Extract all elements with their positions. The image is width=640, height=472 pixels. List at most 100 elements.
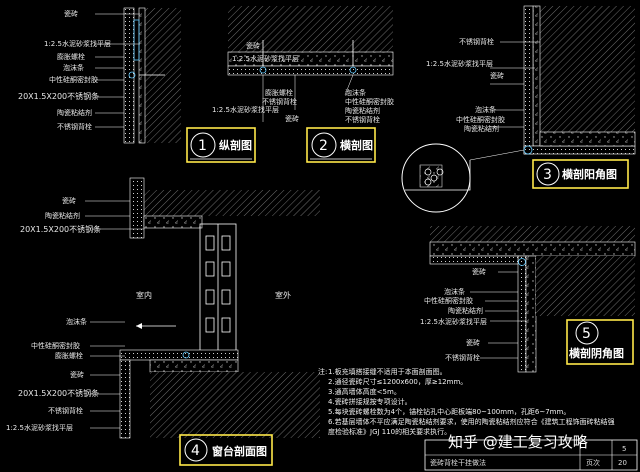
fig1-steel-strip	[133, 19, 140, 61]
title-block-sheet: 5	[622, 445, 626, 453]
fig1-label-0: 瓷砖	[64, 9, 78, 18]
fig3-mortar-h	[539, 131, 636, 147]
fig5-label-0: 瓷砖	[472, 267, 486, 276]
notes-line-3: 4.瓷砖拼接规按专项设计。	[328, 397, 412, 406]
fig3-title: 横剖阳角图	[562, 167, 617, 181]
fig2-title: 横剖图	[340, 138, 373, 152]
notes-line-6: 度检验标准》JGJ 110的相关要求执行。	[328, 427, 451, 436]
fig4-mortar-upper	[143, 215, 203, 229]
fig1-title-box	[186, 127, 256, 163]
fig4-tile-lower	[119, 359, 131, 439]
fig5-label-2: 中性硅酮密封胶	[424, 296, 473, 305]
fig3-tile-h	[523, 145, 636, 155]
fig2-bottom-label-1: 中性硅酮密封胶	[345, 97, 394, 106]
notes-line-4: 5.每块瓷砖螺栓数为4个，锚栓钻孔中心距板端80~100mm，孔距6~7mm。	[328, 407, 570, 416]
fig4-sill-tile	[119, 349, 239, 361]
fig2-top-label-0: 瓷砖	[246, 41, 260, 50]
fig3-title-box	[532, 159, 629, 189]
fig4-bottom-label-1: 中性硅酮密封胶	[31, 341, 80, 350]
fig1-label-4: 中性硅酮密封胶	[49, 75, 98, 84]
fig4-top-label-1: 陶瓷粘结剂	[45, 211, 80, 220]
fig2-bottom-label-4: 1:2.5水泥砂浆找平层	[212, 105, 279, 114]
fig4-top-label-0: 瓷砖	[62, 196, 76, 205]
fig2-bottom-label-3: 不锈钢背栓	[345, 115, 380, 124]
fig2-bottom-label-0: 泡沫条	[345, 88, 366, 97]
fig5-internal-corner: 瓷砖 泡沫条 中性硅酮密封胶 陶瓷粘结剂 1:2.5水泥砂浆找平层 瓷砖 不锈钢…	[420, 226, 636, 373]
fig1-number-circle	[190, 132, 216, 158]
title-block: 瓷砖背栓干挂做法 页次 20 5	[424, 439, 638, 471]
fig4-number: 4	[191, 443, 200, 459]
fig2-bottom-label-2: 陶瓷粘结剂	[345, 106, 380, 115]
fig4-bottom-label-2: 膨胀螺栓	[55, 351, 83, 360]
fig4-title-box	[179, 434, 273, 466]
fig3-label-1: 1:2.5水泥砂浆找平层	[426, 59, 493, 68]
fig4-title: 窗台剖面图	[212, 444, 267, 458]
fig1-label-3: 泡沫条	[63, 63, 84, 72]
fig5-wall-hatch-top	[430, 226, 635, 242]
fig3-label-3: 泡沫条	[475, 105, 496, 114]
fig2-bottom-label-7: 瓷砖	[285, 114, 299, 123]
title-block-page-label: 页次	[586, 458, 600, 467]
fig1-label-5: 20X1.5X200不锈钢条	[18, 91, 99, 101]
fig3-wall-hatch	[540, 6, 635, 132]
fig2-anchor-left	[259, 66, 267, 74]
fig2-number-circle	[311, 132, 337, 158]
fig4-bottom-label-0: 泡沫条	[66, 317, 87, 326]
fig3-label-4: 中性硅酮密封胶	[456, 115, 505, 124]
fig5-corner-seal	[518, 258, 526, 266]
fig4-bottom-label-3: 瓷砖	[70, 370, 84, 379]
fig2-anchor-right	[349, 66, 357, 74]
notes-line-5: 6.若基层墙体不平应满足陶瓷粘结剂要求，使用的陶瓷粘结剂应符合《建筑工程饰面砖粘…	[328, 417, 615, 426]
fig5-title-box	[566, 319, 634, 365]
fig4-window-sill-section: 瓷砖 陶瓷粘结剂 20X1.5X200不锈钢条 室内 室外 泡沫条 中性硅酮密封…	[6, 177, 320, 466]
fig2-bottom-label-6: 不锈钢背栓	[262, 97, 297, 106]
fig5-label-6: 不锈钢背栓	[445, 353, 480, 362]
fig1-label-2: 膨胀螺栓	[57, 52, 85, 61]
fig1-mortar-layer	[138, 7, 146, 144]
fig1-leaders	[95, 13, 140, 128]
fig4-lintel-hatch	[130, 190, 320, 216]
fig5-title: 横剖阴角图	[569, 346, 624, 360]
fig3-label-5: 陶瓷粘结剂	[464, 124, 499, 133]
fig4-window-frame	[199, 223, 237, 355]
notes-heading: 注:	[318, 367, 327, 376]
fig5-label-3: 陶瓷粘结剂	[448, 306, 483, 315]
fig5-mortar-v	[525, 255, 537, 373]
fig2-bottom-label-5: 膨胀螺栓	[265, 88, 293, 97]
fig5-label-1: 泡沫条	[444, 287, 465, 296]
fig4-bottom-label-5: 不锈钢背栓	[48, 406, 83, 415]
title-block-page: 20	[618, 459, 627, 467]
fig5-label-5: 瓷砖	[466, 338, 480, 347]
fig5-tile-h	[429, 255, 519, 265]
fig4-sill-mortar	[149, 359, 239, 373]
fig4-bottom-label-4: 20X1.5X200不锈钢条	[18, 388, 99, 398]
fig5-wall-hatch-right	[536, 256, 635, 316]
fig3-number: 3	[543, 167, 552, 183]
fig3-external-corner: 不锈钢背栓 1:2.5水泥砂浆找平层 瓷砖 泡沫条 中性硅酮密封胶 陶瓷粘结剂 …	[401, 5, 636, 213]
fig5-label-4: 1:2.5水泥砂浆找平层	[420, 317, 487, 326]
fig2-title-box	[306, 127, 376, 163]
watermark-text: 知乎 @建工复习攻略	[448, 433, 588, 451]
fig4-tile-upper	[129, 177, 145, 239]
fig5-number-circle	[575, 321, 599, 345]
title-block-caption: 瓷砖背栓干挂做法	[430, 458, 486, 467]
notes-line-1: 2.通径瓷砖尺寸≤1200x600，厚≥12mm。	[328, 377, 467, 386]
fig1-label-6: 陶瓷粘结剂	[57, 108, 92, 117]
fig2-tile-layer	[227, 65, 394, 76]
fig4-bottom-label-6: 1:2.5水泥砂浆找平层	[6, 423, 73, 432]
fig5-number: 5	[582, 326, 591, 342]
fig5-mortar-h	[429, 241, 636, 257]
notes-line-2: 3.通高墙体高度<5m。	[328, 387, 401, 396]
fig1-longitudinal-section: 瓷砖 1:2.5水泥砂浆找平层 膨胀螺栓 泡沫条 中性硅酮密封胶 20X1.5X…	[18, 7, 256, 163]
fig2-cross-section: 瓷砖 1:2.5水泥砂浆找平层 泡沫条 中性硅酮密封胶 陶瓷粘结剂 不锈钢背栓 …	[212, 6, 394, 163]
fig3-mortar-v	[532, 5, 541, 147]
fig1-label-7: 不锈钢背栓	[57, 122, 92, 131]
fig2-wall-hatch	[228, 6, 393, 52]
fig1-anchor-bolt	[128, 71, 136, 79]
fig4-top-label-2: 20X1.5X200不锈钢条	[20, 224, 101, 234]
fig4-number-circle	[184, 438, 208, 462]
fig1-number: 1	[198, 138, 207, 154]
fig4-room-inside: 室内	[136, 290, 152, 300]
fig3-number-circle	[536, 162, 560, 186]
